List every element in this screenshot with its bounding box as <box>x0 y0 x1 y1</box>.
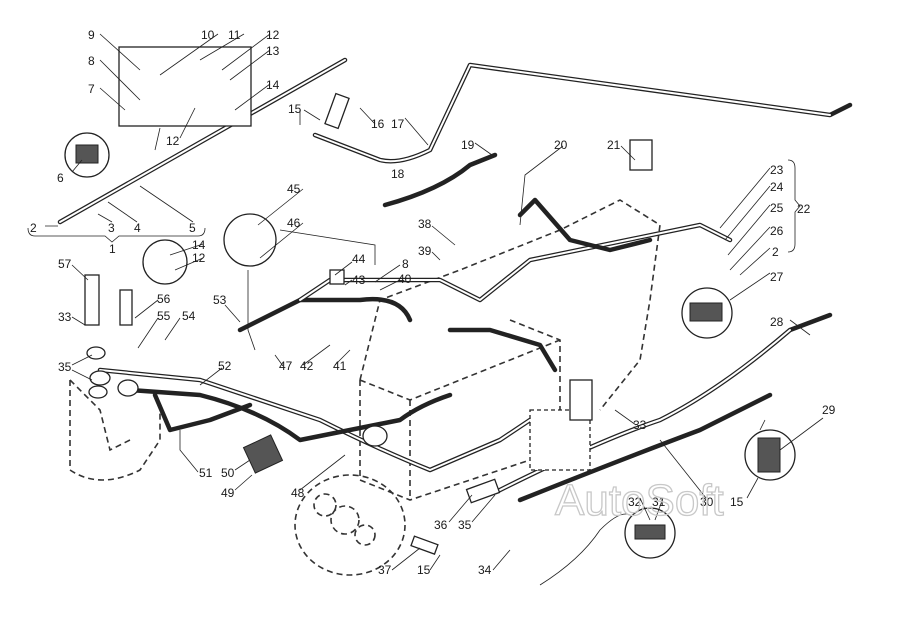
callout: 35 <box>458 518 472 532</box>
assembly-bracket-22 <box>787 159 801 253</box>
callout: 12 <box>166 134 180 148</box>
callout: 15 <box>730 495 744 509</box>
callout: 49 <box>221 486 235 500</box>
callout: 16 <box>371 117 385 131</box>
callout: 23 <box>770 163 784 177</box>
callout: 8 <box>88 54 95 68</box>
callout: 24 <box>770 180 784 194</box>
callout: 39 <box>418 244 432 258</box>
callout: 5 <box>189 221 196 235</box>
callout: 4 <box>134 221 141 235</box>
callout: 48 <box>291 486 305 500</box>
callout: 44 <box>352 252 366 266</box>
callout: 35 <box>58 360 72 374</box>
callout: 46 <box>287 216 301 230</box>
callout: 36 <box>434 518 448 532</box>
callout: 40 <box>398 272 412 286</box>
callout: 42 <box>300 359 314 373</box>
callout: 18 <box>391 167 405 181</box>
callout: 37 <box>378 563 392 577</box>
callout: 55 <box>157 309 171 323</box>
callout: 51 <box>199 466 213 480</box>
callout: 30 <box>700 495 714 509</box>
callout: 1 <box>109 242 116 256</box>
callout: 47 <box>279 359 293 373</box>
callout: 2 <box>30 221 37 235</box>
callout: 12 <box>192 251 206 265</box>
callout: 33 <box>633 418 647 432</box>
callout: 3 <box>108 221 115 235</box>
callout: 25 <box>770 201 784 215</box>
callout: 20 <box>554 138 568 152</box>
callouts: 9 10 11 12 13 8 7 14 12 15 16 17 6 2 3 4… <box>30 28 836 577</box>
callout: 45 <box>287 182 301 196</box>
assembly-bracket-1 <box>27 227 206 243</box>
callout: 7 <box>88 82 95 96</box>
watermark: AutoSoft <box>555 476 724 525</box>
callout: 8 <box>402 257 409 271</box>
callout: 12 <box>266 28 280 42</box>
callout: 50 <box>221 466 235 480</box>
callout: 41 <box>333 359 347 373</box>
callout: 29 <box>822 403 836 417</box>
callout: 52 <box>218 359 232 373</box>
callout: 13 <box>266 44 280 58</box>
callout: 56 <box>157 292 171 306</box>
callout: 15 <box>417 563 431 577</box>
leader-lines <box>45 33 824 586</box>
callout: 17 <box>391 117 405 131</box>
callout: 43 <box>352 273 366 287</box>
engine-outline <box>69 199 661 576</box>
callout: 28 <box>770 315 784 329</box>
callout: 2 <box>772 245 779 259</box>
callout: 57 <box>58 257 72 271</box>
callout: 15 <box>288 102 302 116</box>
callout: 34 <box>478 563 492 577</box>
callout: 54 <box>182 309 196 323</box>
callout: 11 <box>228 28 241 42</box>
callout: 9 <box>88 28 95 42</box>
components <box>64 46 796 559</box>
callout: 32 <box>628 495 642 509</box>
callout: 14 <box>266 78 280 92</box>
callout: 14 <box>192 238 206 252</box>
callout: 19 <box>461 138 475 152</box>
callout: 6 <box>57 171 64 185</box>
callout: 53 <box>213 293 227 307</box>
callout: 22 <box>797 202 811 216</box>
callout: 27 <box>770 270 784 284</box>
callout: 10 <box>201 28 215 42</box>
callout: 38 <box>418 217 432 231</box>
callout: 21 <box>607 138 621 152</box>
callout: 26 <box>770 224 784 238</box>
callout: 31 <box>652 495 666 509</box>
callout: 33 <box>58 310 72 324</box>
fuel-pipes <box>57 57 853 503</box>
